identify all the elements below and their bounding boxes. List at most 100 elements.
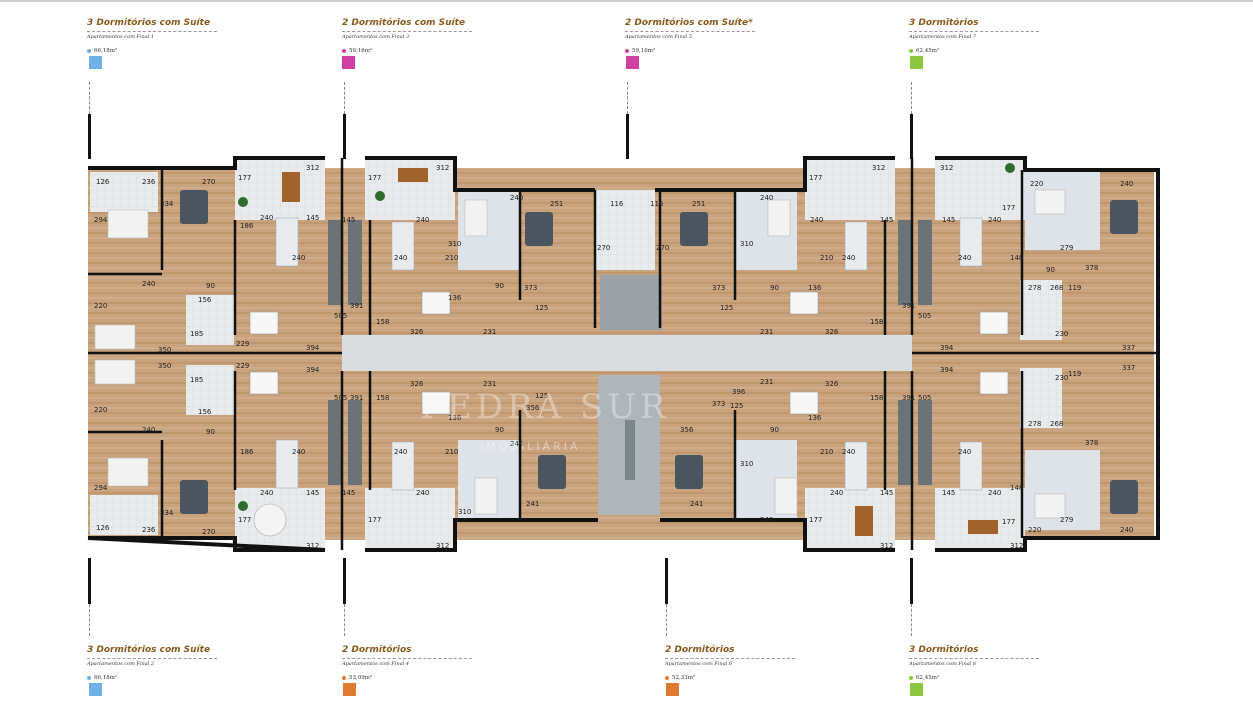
svg-text:90: 90 (206, 428, 215, 436)
leader-thick (910, 114, 913, 159)
legend-title: 3 Dormitórios com Suíte (87, 18, 211, 28)
svg-text:158: 158 (870, 394, 883, 402)
svg-text:241: 241 (526, 500, 539, 508)
single-bed (774, 477, 798, 515)
wall (87, 518, 895, 552)
dining-table (789, 391, 819, 415)
svg-text:310: 310 (448, 240, 461, 248)
legend-color-swatch (910, 56, 923, 69)
svg-text:505: 505 (334, 394, 347, 402)
svg-text:373: 373 (712, 284, 725, 292)
legend-subtitle: Apartamentos com Final 7 (909, 34, 977, 40)
svg-text:185: 185 (190, 330, 203, 338)
legend-rule (87, 31, 217, 32)
svg-text:210: 210 (820, 448, 833, 456)
svg-text:220: 220 (1028, 526, 1041, 534)
bed (675, 455, 703, 489)
legend-final-7: 3 Dormitórios Apartamentos com Final 7 6… (909, 18, 1049, 69)
single-bed (767, 199, 791, 237)
svg-text:156: 156 (198, 296, 212, 304)
svg-text:177: 177 (1002, 204, 1015, 212)
sofa (391, 441, 415, 491)
svg-text:310: 310 (740, 240, 753, 248)
legend-area: 62,45m² (909, 48, 1049, 54)
legend-subtitle: Apartamentos com Final 4 (342, 661, 410, 667)
leader-dashed (89, 604, 90, 636)
svg-text:177: 177 (809, 516, 822, 524)
leader-thick (88, 114, 91, 159)
svg-text:312: 312 (1010, 542, 1023, 550)
bathroom (1020, 368, 1062, 428)
svg-text:270: 270 (656, 244, 669, 252)
wall (88, 272, 162, 434)
svg-text:240: 240 (510, 194, 523, 202)
leader-dashed (344, 82, 345, 114)
leader-dashed (344, 604, 345, 636)
bathroom (1020, 280, 1062, 340)
dining-table (421, 391, 451, 415)
svg-text:125: 125 (720, 304, 733, 312)
svg-text:240: 240 (416, 489, 429, 497)
kitchen-counter (348, 220, 362, 305)
svg-text:136: 136 (808, 284, 822, 292)
sofa (844, 441, 868, 491)
svg-text:334: 334 (160, 200, 174, 208)
svg-text:294: 294 (94, 484, 108, 492)
legend-area: 59,16m² (342, 48, 482, 54)
svg-text:270: 270 (597, 244, 610, 252)
bathroom (186, 365, 234, 415)
svg-text:145: 145 (880, 216, 893, 224)
bed (525, 212, 553, 246)
legend-subtitle: Apartamentos com Final 3 (342, 34, 410, 40)
balcony-table (398, 168, 428, 182)
svg-text:240: 240 (958, 448, 971, 456)
svg-text:116: 116 (610, 200, 624, 208)
svg-text:220: 220 (94, 406, 107, 414)
svg-text:231: 231 (760, 328, 773, 336)
stair-core (600, 275, 662, 330)
svg-text:177: 177 (1002, 518, 1015, 526)
svg-text:350: 350 (158, 346, 171, 354)
plant (1005, 163, 1015, 173)
bed (538, 455, 566, 489)
svg-text:136: 136 (808, 414, 822, 422)
wall (593, 190, 662, 328)
bathroom (90, 495, 158, 535)
balcony-table (282, 172, 300, 202)
svg-text:125: 125 (535, 304, 548, 312)
dining-table (249, 371, 279, 395)
svg-text:126: 126 (96, 178, 110, 186)
svg-text:236: 236 (142, 526, 156, 534)
svg-text:119: 119 (1068, 284, 1081, 292)
svg-text:240: 240 (142, 426, 155, 434)
svg-text:145: 145 (342, 216, 355, 224)
legend-final-6: 2 Dormitórios Apartamentos com Final 6 5… (665, 645, 805, 696)
legend-final-2: 3 Dormitórios com Suíte Apartamentos com… (87, 645, 227, 696)
svg-text:505: 505 (918, 312, 931, 320)
svg-text:116: 116 (650, 200, 664, 208)
balcony (235, 158, 325, 220)
svg-text:145: 145 (306, 214, 319, 222)
svg-text:177: 177 (368, 174, 381, 182)
legend-color-swatch (89, 56, 102, 69)
svg-text:240: 240 (958, 254, 971, 262)
legend-subtitle: Apartamentos com Final 5 (625, 34, 693, 40)
svg-text:240: 240 (760, 516, 773, 524)
svg-text:268: 268 (1050, 420, 1063, 428)
svg-text:294: 294 (94, 216, 108, 224)
legend-color-swatch (626, 56, 639, 69)
svg-text:326: 326 (410, 328, 424, 336)
svg-text:278: 278 (1028, 420, 1041, 428)
dining-table (789, 291, 819, 315)
svg-text:240: 240 (1120, 180, 1133, 188)
svg-text:240: 240 (988, 489, 1001, 497)
svg-text:337: 337 (1122, 344, 1135, 352)
svg-text:391: 391 (350, 394, 363, 402)
legend-color-swatch (343, 683, 356, 696)
svg-text:251: 251 (692, 200, 705, 208)
svg-text:240: 240 (830, 489, 843, 497)
leader-dashed (911, 82, 912, 114)
svg-text:240: 240 (760, 194, 773, 202)
svg-text:240: 240 (1120, 526, 1133, 534)
single-bed (1034, 189, 1066, 215)
